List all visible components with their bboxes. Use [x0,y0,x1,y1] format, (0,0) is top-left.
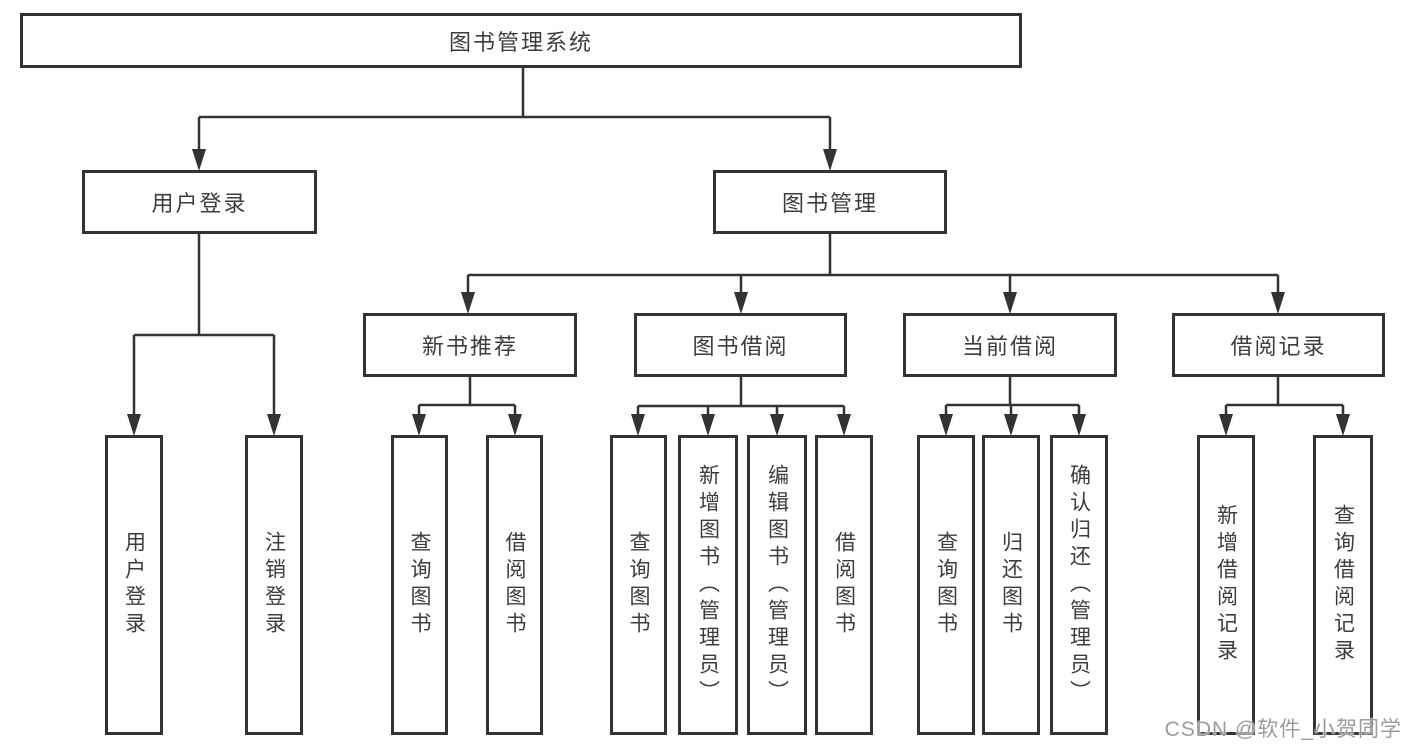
leaf-current-confirm-return-admin: 确认归还（管理员） [1050,435,1108,735]
leaf-newbook-borrow-books-label: 借阅图书 [503,531,526,639]
leaf-record-add-borrow-record: 新增借阅记录 [1197,435,1255,735]
leaf-current-return-books-label: 归还图书 [999,531,1023,639]
connector-current-borrow-to-leaves [944,377,1081,418]
leaf-borrow-edit-books-admin: 编辑图书（管理员） [747,435,807,735]
node-root-label: 图书管理系统 [448,29,593,55]
leaf-record-query-borrow-record-label: 查询借阅记录 [1331,504,1355,666]
leaf-logout-label: 注销登录 [262,531,286,639]
leaf-borrow-query-books-label: 查询图书 [627,531,650,639]
connector-user-login-to-leaves [132,234,276,418]
connector-book-management-to-level2 [466,234,1280,296]
leaf-borrow-borrow-books: 借阅图书 [815,435,873,735]
leaf-current-confirm-return-admin-label: 确认归还（管理员） [1067,463,1091,707]
connector-new-book-to-leaves [417,377,517,418]
watermark: CSDN @软件_小贺同学 [1164,718,1402,741]
node-current-borrow-label: 当前借阅 [961,334,1058,359]
leaf-newbook-borrow-books: 借阅图书 [486,435,543,735]
node-book-management-label: 图书管理 [781,191,878,216]
leaf-borrow-edit-books-admin-label: 编辑图书（管理员） [765,463,789,707]
node-borrow-record-label: 借阅记录 [1230,334,1327,359]
connector-root-to-level1 [197,68,832,153]
leaf-borrow-add-books-admin: 新增图书（管理员） [678,435,738,735]
leaf-newbook-query-books-label: 查询图书 [408,531,431,639]
node-user-login: 用户登录 [82,170,317,234]
leaf-borrow-add-books-admin-label: 新增图书（管理员） [696,463,720,707]
node-new-book-recommend: 新书推荐 [363,313,577,377]
node-book-management: 图书管理 [713,170,947,234]
leaf-newbook-query-books: 查询图书 [391,435,448,735]
connector-book-borrow-to-leaves [636,377,846,418]
leaf-record-query-borrow-record: 查询借阅记录 [1313,435,1373,735]
leaf-current-query-books: 查询图书 [917,435,975,735]
leaf-user-login-label: 用户登录 [122,531,146,639]
node-user-login-label: 用户登录 [151,191,248,216]
node-borrow-record: 借阅记录 [1172,313,1385,377]
connector-borrow-record-to-leaves [1224,377,1345,418]
node-root: 图书管理系统 [20,13,1022,68]
leaf-borrow-borrow-books-label: 借阅图书 [832,531,856,639]
leaf-logout: 注销登录 [245,435,303,735]
leaf-current-query-books-label: 查询图书 [934,531,958,639]
node-current-borrow: 当前借阅 [903,313,1117,377]
node-new-book-recommend-label: 新书推荐 [421,334,518,359]
leaf-borrow-query-books: 查询图书 [610,435,667,735]
node-book-borrow: 图书借阅 [634,313,847,377]
node-book-borrow-label: 图书借阅 [692,334,789,359]
leaf-current-return-books: 归还图书 [982,435,1040,735]
leaf-record-add-borrow-record-label: 新增借阅记录 [1214,504,1238,666]
leaf-user-login: 用户登录 [105,435,163,735]
